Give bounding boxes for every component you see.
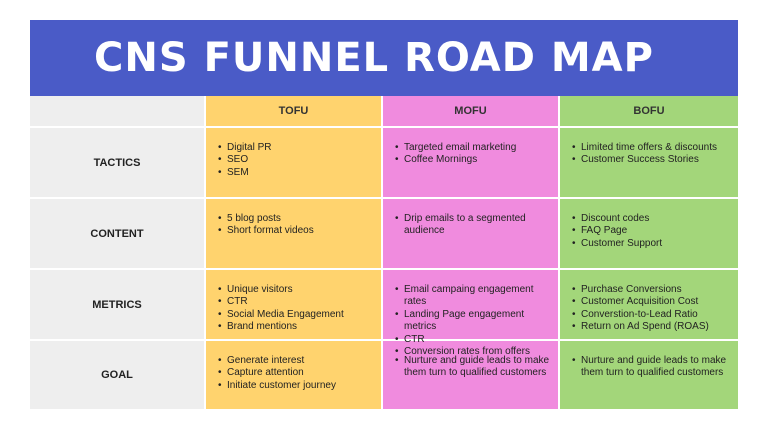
cell-tactics-bofu: Limited time offers & discounts Customer… xyxy=(560,128,738,199)
header-bofu: BOFU xyxy=(560,96,738,128)
list-item: Coffee Mornings xyxy=(395,154,550,167)
bullet-list: 5 blog posts Short format videos xyxy=(218,213,373,238)
row-label-content: CONTENT xyxy=(30,199,206,270)
bullet-list: Nurture and guide leads to make them tur… xyxy=(572,355,730,380)
cell-goal-tofu: Generate interest Capture attention Init… xyxy=(206,341,383,411)
cell-content-tofu: 5 blog posts Short format videos xyxy=(206,199,383,270)
bullet-list: Nurture and guide leads to make them tur… xyxy=(395,355,550,380)
list-item: Generate interest xyxy=(218,355,373,368)
cell-metrics-mofu: Email campaing engagement rates Landing … xyxy=(383,270,560,359)
list-item: 5 blog posts xyxy=(218,213,373,226)
header-mofu: MOFU xyxy=(383,96,560,128)
list-item: Digital PR xyxy=(218,142,373,155)
cell-content-bofu: Discount codes FAQ Page Customer Support xyxy=(560,199,738,270)
list-item: Landing Page engagement metrics xyxy=(395,309,550,334)
list-item: Limited time offers & discounts xyxy=(572,142,730,155)
cell-metrics-bofu: Purchase Conversions Customer Acquisitio… xyxy=(560,270,738,341)
list-item: SEM xyxy=(218,167,373,180)
header-corner xyxy=(30,96,206,128)
row-label-tactics: TACTICS xyxy=(30,128,206,199)
list-item: Converstion-to-Lead Ratio xyxy=(572,309,730,322)
bullet-list: Discount codes FAQ Page Customer Support xyxy=(572,213,730,251)
bullet-list: Purchase Conversions Customer Acquisitio… xyxy=(572,284,730,334)
bullet-list: Limited time offers & discounts Customer… xyxy=(572,142,730,167)
list-item: Nurture and guide leads to make them tur… xyxy=(395,355,550,380)
cell-tactics-tofu: Digital PR SEO SEM xyxy=(206,128,383,199)
list-item: CTR xyxy=(218,296,373,309)
list-item: Customer Success Stories xyxy=(572,154,730,167)
list-item: Return on Ad Spend (ROAS) xyxy=(572,321,730,334)
list-item: Social Media Engagement xyxy=(218,309,373,322)
list-item: Initiate customer journey xyxy=(218,380,373,393)
list-item: Nurture and guide leads to make them tur… xyxy=(572,355,730,380)
bullet-list: Email campaing engagement rates Landing … xyxy=(395,284,550,359)
cell-goal-bofu: Nurture and guide leads to make them tur… xyxy=(560,341,738,411)
bullet-list: Generate interest Capture attention Init… xyxy=(218,355,373,393)
list-item: Customer Acquisition Cost xyxy=(572,296,730,309)
list-item: Capture attention xyxy=(218,367,373,380)
list-item: SEO xyxy=(218,154,373,167)
list-item: FAQ Page xyxy=(572,225,730,238)
list-item: Discount codes xyxy=(572,213,730,226)
list-item: Email campaing engagement rates xyxy=(395,284,550,309)
funnel-table: TOFU MOFU BOFU TACTICS Digital PR SEO SE… xyxy=(30,96,738,411)
list-item: Short format videos xyxy=(218,225,373,238)
header-tofu: TOFU xyxy=(206,96,383,128)
cell-tactics-mofu: Targeted email marketing Coffee Mornings xyxy=(383,128,560,199)
list-item: Targeted email marketing xyxy=(395,142,550,155)
list-item: Drip emails to a segmented audience xyxy=(395,213,550,238)
row-label-metrics: METRICS xyxy=(30,270,206,341)
title-banner: CNS FUNNEL ROAD MAP xyxy=(30,20,738,96)
page-title: CNS FUNNEL ROAD MAP xyxy=(94,35,654,81)
cell-metrics-tofu: Unique visitors CTR Social Media Engagem… xyxy=(206,270,383,341)
list-item: Customer Support xyxy=(572,238,730,251)
list-item: Conversion rates from offers xyxy=(395,346,550,359)
list-item: Unique visitors xyxy=(218,284,373,297)
list-item: Purchase Conversions xyxy=(572,284,730,297)
list-item: Brand mentions xyxy=(218,321,373,334)
bullet-list: Drip emails to a segmented audience xyxy=(395,213,550,238)
bullet-list: Digital PR SEO SEM xyxy=(218,142,373,180)
list-item: CTR xyxy=(395,334,550,347)
row-label-goal: GOAL xyxy=(30,341,206,411)
bullet-list: Targeted email marketing Coffee Mornings xyxy=(395,142,550,167)
cell-content-mofu: Drip emails to a segmented audience xyxy=(383,199,560,270)
bullet-list: Unique visitors CTR Social Media Engagem… xyxy=(218,284,373,334)
